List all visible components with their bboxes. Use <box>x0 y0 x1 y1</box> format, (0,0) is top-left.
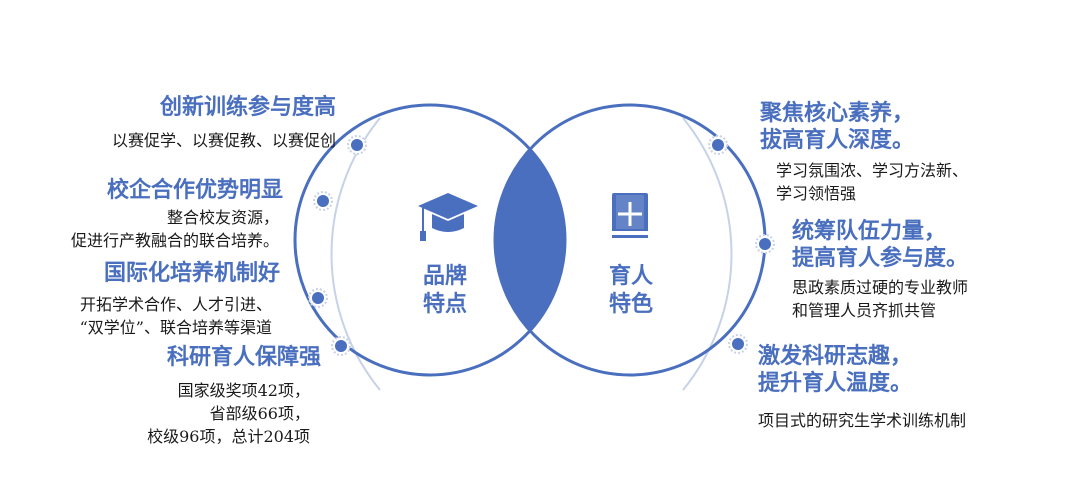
right-item-2-heading-line-1: 统筹队伍力量， <box>792 218 947 244</box>
right-item-dot-1 <box>708 135 728 155</box>
left-item-2-heading: 校企合作优势明显 <box>106 177 283 203</box>
left-item-dot-3 <box>308 288 328 308</box>
right-item-1-line-1: 学习氛围浓、学习方法新、 <box>776 161 969 180</box>
left-item-2-line-1: 整合校友资源， <box>166 208 279 227</box>
right-item-3-line-1: 项目式的研究生学术训练机制 <box>758 411 967 430</box>
left-item-dot-4 <box>331 336 351 356</box>
right-circle-title-line-1: 育人 <box>608 263 653 289</box>
left-circle-title-line-2: 特点 <box>422 291 467 317</box>
right-circle-title: 育人 特色 <box>591 262 671 318</box>
left-item-dot-1 <box>347 135 367 155</box>
right-item-dot-2 <box>755 234 775 254</box>
right-item-dot-3 <box>728 334 748 354</box>
left-item-4-line-3: 校级96项，总计204项 <box>147 427 310 446</box>
right-item-1-heading-line-2: 拔高育人深度。 <box>760 127 915 153</box>
right-item-3-heading-line-2: 提升育人温度。 <box>758 370 913 396</box>
left-circle <box>293 103 567 377</box>
left-item-4-heading: 科研育人保障强 <box>166 344 321 370</box>
left-item-4-line-2: 省部级66项， <box>209 404 310 423</box>
left-item-1-heading: 创新训练参与度高 <box>159 94 336 120</box>
right-item-1-heading-line-1: 聚焦核心素养， <box>760 100 915 126</box>
left-item-4-line-1: 国家级奖项42项， <box>177 381 310 400</box>
right-item-2-line-2: 和管理人员齐抓共管 <box>792 301 937 320</box>
left-item-3-line-2: “双学位”、联合培养等渠道 <box>79 318 272 337</box>
left-circle-title-line-1: 品牌 <box>422 263 467 289</box>
right-item-2-line-1: 思政素质过硬的专业教师 <box>792 278 969 297</box>
left-item-dot-2 <box>313 191 333 211</box>
right-circle-title-line-2: 特色 <box>608 291 653 317</box>
book-plus-icon <box>612 193 648 238</box>
left-item-3-heading: 国际化培养机制好 <box>103 260 280 286</box>
left-circle-title: 品牌 特点 <box>405 262 485 318</box>
right-item-1-line-2: 学习领悟强 <box>776 184 857 203</box>
right-item-2-heading-line-2: 提高育人参与度。 <box>792 245 969 271</box>
left-item-1-line-1: 以赛促学、以赛促教、以赛促创 <box>111 131 336 150</box>
right-item-3-heading-line-1: 激发科研志趣， <box>758 343 913 369</box>
right-outer-arc <box>682 117 733 391</box>
left-item-2-line-2: 促进行产教融合的联合培养。 <box>70 231 279 250</box>
left-item-3-line-1: 开拓学术合作、人才引进、 <box>79 295 272 314</box>
graduation-cap-icon <box>418 193 478 241</box>
